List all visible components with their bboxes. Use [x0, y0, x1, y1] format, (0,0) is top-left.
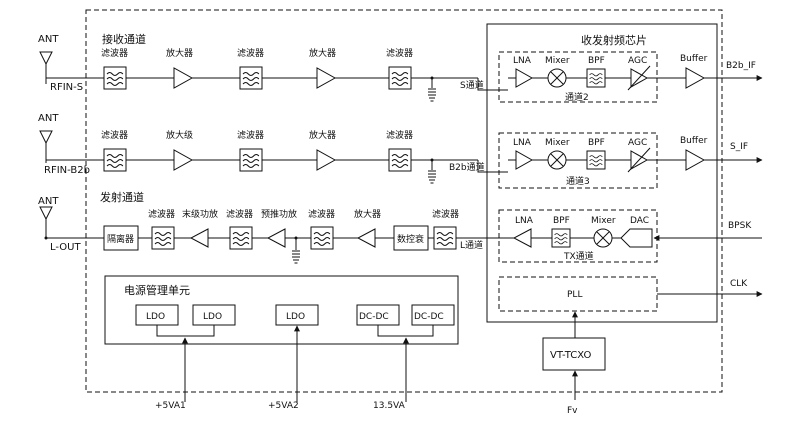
- attenuator-label: 数控衰: [397, 233, 424, 245]
- transmit-title: 发射通道: [100, 190, 144, 204]
- filter-label: 滤波器: [101, 47, 128, 59]
- agc-label: AGC: [628, 138, 647, 148]
- bpf-label: BPF: [553, 216, 570, 226]
- tcxo-input-label: Fv: [567, 406, 578, 416]
- attenuator-box: [393, 225, 429, 251]
- amplifier-icon: [356, 228, 376, 248]
- input-label-bpsk: BPSK: [728, 221, 752, 231]
- amplifier-icon: [316, 149, 337, 171]
- chip-rx-channel-3: LNA Mixer BPF AGC 通道3: [498, 132, 658, 189]
- buffer-icon: [685, 67, 706, 89]
- dcdc-label: DC-DC: [359, 312, 389, 322]
- tcxo-box: [542, 337, 606, 371]
- tcxo-label: VT-TCXO: [550, 350, 591, 361]
- buffer-label: Buffer: [680, 136, 708, 146]
- ldo-label: LDO: [203, 312, 222, 322]
- bpf-label: BPF: [588, 138, 605, 148]
- output-label-clk: CLK: [730, 279, 748, 289]
- power-input-label: +5VA1: [155, 401, 186, 411]
- agc-label: AGC: [628, 56, 647, 66]
- amplifier-icon: [189, 228, 209, 248]
- pll-label: PLL: [567, 290, 582, 300]
- filter-label: 滤波器: [386, 47, 413, 59]
- output-label-b2b-if: B2b_IF: [726, 61, 756, 71]
- antenna-icon: [39, 206, 53, 240]
- filter-label: 滤波器: [432, 208, 459, 220]
- isolator-label: 隔离器: [107, 233, 134, 245]
- lna-icon: [512, 228, 532, 248]
- chip-rx-channel-2: LNA Mixer BPF AGC 通道2: [498, 51, 658, 103]
- bpf-label: BPF: [588, 56, 605, 66]
- mixer-label: Mixer: [591, 216, 616, 226]
- mixer-label: Mixer: [545, 138, 570, 148]
- channel-name: 通道2: [565, 91, 589, 103]
- channel-label: L通道: [460, 239, 483, 251]
- amplifier-label: 放大器: [166, 47, 193, 59]
- ldo-box: [275, 304, 319, 326]
- lna-icon: [515, 68, 534, 88]
- filter-label: 滤波器: [308, 208, 335, 220]
- filter-label: 滤波器: [237, 47, 264, 59]
- chip-tx-channel: LNA BPF Mixer DAC TX通道: [486, 209, 658, 263]
- amplifier-label: 末级功放: [182, 208, 218, 220]
- isolator-box: [103, 225, 139, 251]
- power-management-unit: 电源管理单元 LDO LDO LDO DC-DC DC-DC: [104, 275, 459, 345]
- channel-name: TX通道: [563, 250, 594, 262]
- port-label-rfin-s: RFIN-S: [50, 82, 83, 93]
- module-boundary: [85, 9, 723, 393]
- amplifier-icon: [173, 67, 194, 89]
- port-label-l-out: L-OUT: [50, 242, 81, 253]
- power-title: 电源管理单元: [124, 283, 190, 297]
- ldo-label: LDO: [286, 312, 305, 322]
- tx-chain: ANT L-OUT 隔离器 滤波器 末级功放 滤波器 预推功放 滤波器 放大器 …: [38, 196, 486, 264]
- ant-label: ANT: [38, 113, 59, 124]
- filter-label: 滤波器: [237, 129, 264, 141]
- amplifier-icon: [266, 228, 286, 248]
- amplifier-label: 放大器: [309, 129, 336, 141]
- amplifier-label: 放大器: [309, 47, 336, 59]
- ant-label: ANT: [38, 34, 59, 45]
- lna-label: LNA: [513, 138, 532, 148]
- ant-label: ANT: [38, 196, 59, 207]
- amplifier-label: 放大器: [354, 208, 381, 220]
- filter-label: 滤波器: [148, 208, 175, 220]
- port-label-rfin-b2b: RFIN-B2b: [44, 165, 90, 176]
- filter-label: 滤波器: [226, 208, 253, 220]
- amplifier-icon: [173, 149, 194, 171]
- receive-title: 接收通道: [102, 32, 146, 46]
- rx-s-chain: ANT RFIN-S 滤波器 放大器 滤波器 放大器 滤波器 S通道: [38, 34, 508, 102]
- buffer-label: Buffer: [680, 54, 708, 64]
- antenna-icon: [39, 130, 53, 164]
- amplifier-icon: [316, 67, 337, 89]
- channel-label: B2b通道: [449, 161, 485, 173]
- amplifier-label: 放大级: [166, 129, 193, 141]
- buffer-icon: [685, 149, 706, 171]
- output-label-s-if: S_IF: [730, 142, 748, 152]
- chip-title: 收发射频芯片: [581, 33, 647, 47]
- lna-label: LNA: [515, 216, 534, 226]
- dac-label: DAC: [630, 216, 649, 226]
- dcdc-label: DC-DC: [414, 312, 444, 322]
- filter-label: 滤波器: [386, 129, 413, 141]
- power-input-label: 13.5VA: [373, 401, 406, 411]
- lna-icon: [515, 150, 534, 170]
- power-input-label: +5VA2: [268, 401, 299, 411]
- filter-label: 滤波器: [101, 129, 128, 141]
- mixer-label: Mixer: [545, 56, 570, 66]
- dac-icon: [620, 228, 653, 248]
- channel-label: S通道: [460, 79, 484, 91]
- amplifier-label: 预推功放: [261, 208, 297, 220]
- lna-label: LNA: [513, 56, 532, 66]
- ldo-label: LDO: [146, 312, 165, 322]
- rx-b2b-chain: ANT RFIN-B2b 滤波器 放大级 滤波器 放大器 滤波器 B2b通道: [38, 113, 508, 184]
- channel-name: 通道3: [566, 175, 590, 187]
